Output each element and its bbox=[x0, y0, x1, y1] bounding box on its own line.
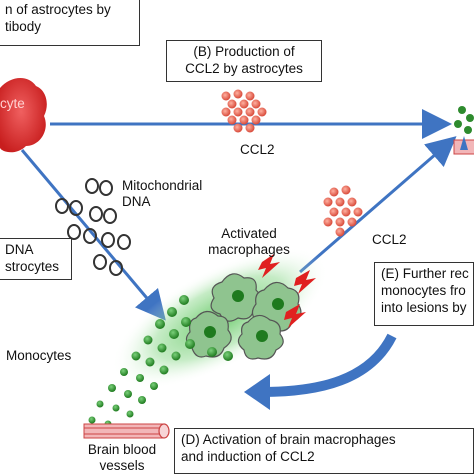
lightning-bolts bbox=[258, 254, 316, 328]
monocytes-trail bbox=[88, 295, 233, 428]
box-c-mitochondrial-dna: DNA strocytes bbox=[0, 238, 72, 280]
box-e-further-recruitment: (E) Further rec monocytes fro into lesio… bbox=[374, 262, 474, 326]
vessels-label-line2: vessels bbox=[99, 458, 145, 473]
box-c-line1: DNA bbox=[5, 242, 34, 257]
box-a-line1: n of astrocytes by bbox=[5, 2, 111, 17]
recruited-cells-edge bbox=[453, 106, 474, 155]
activated-label-line2: macrophages bbox=[208, 242, 290, 257]
monocytes-label: Monocytes bbox=[6, 348, 72, 363]
brain-blood-vessel bbox=[83, 423, 170, 439]
mito-label-line2: DNA bbox=[122, 194, 151, 209]
box-b-line2: CCL2 by astrocytes bbox=[185, 61, 303, 76]
box-b-ccl2-production: (B) Production of CCL2 by astrocytes bbox=[166, 40, 322, 82]
astrocyte-cell bbox=[0, 77, 47, 153]
arrow-astrocyte-to-macrophages bbox=[20, 149, 166, 321]
ccl2-label-top: CCL2 bbox=[240, 142, 275, 157]
arrow-curved-recruitment bbox=[261, 333, 397, 397]
mito-label-line1: Mitochondrial bbox=[122, 178, 203, 193]
astrocyte-label: cyte bbox=[0, 96, 25, 111]
box-c-line2: strocytes bbox=[5, 259, 60, 274]
box-e-line2: monocytes fro bbox=[381, 283, 466, 298]
mitochondrial-dna-rings bbox=[55, 178, 131, 276]
box-a-line2: tibody bbox=[5, 19, 42, 34]
activated-label-line1: Activated bbox=[221, 226, 277, 241]
arrow-macrophages-to-recruitment bbox=[299, 136, 457, 274]
ccl2-cluster-mid bbox=[323, 185, 363, 237]
arrow-curved-head bbox=[244, 374, 270, 410]
activated-macrophages bbox=[185, 273, 302, 360]
box-e-line1: (E) Further rec bbox=[381, 266, 469, 281]
box-b-line1: (B) Production of bbox=[193, 44, 295, 59]
box-d-line2: and induction of CCL2 bbox=[181, 449, 315, 464]
box-e-line3: into lesions by bbox=[381, 300, 467, 315]
ccl2-cluster-top bbox=[221, 89, 267, 133]
ccl2-label-mid: CCL2 bbox=[372, 232, 407, 247]
vessels-label-line1: Brain blood bbox=[87, 442, 157, 457]
box-d-line1: (D) Activation of brain macrophages bbox=[181, 432, 396, 447]
box-a-astrocyte-antibody: n of astrocytes by tibody bbox=[0, 0, 140, 46]
box-d-macrophage-activation: (D) Activation of brain macrophages and … bbox=[174, 428, 474, 474]
